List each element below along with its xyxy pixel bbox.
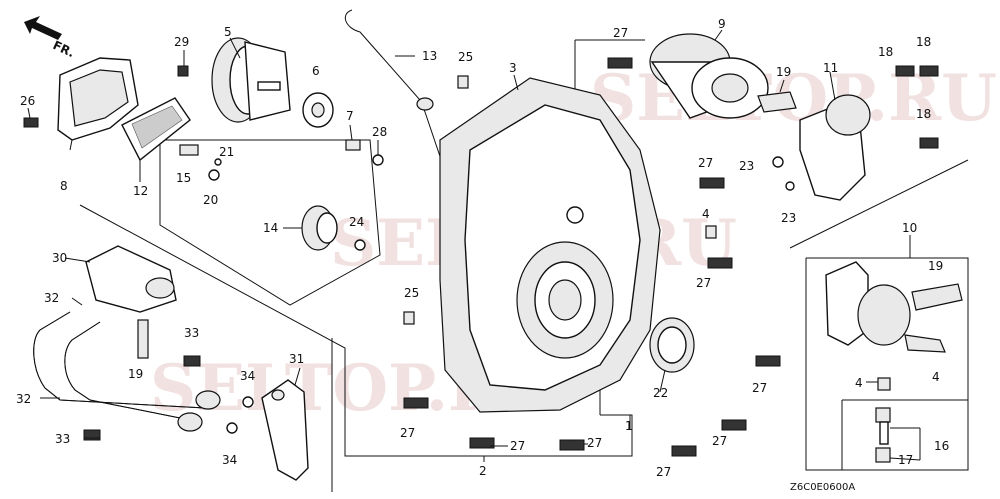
callout-27f: 27: [656, 465, 671, 479]
callout-15: 15: [176, 171, 191, 185]
callout-34b: 34: [222, 453, 237, 467]
part-6-collar: [302, 92, 334, 128]
callout-18b: 18: [916, 35, 931, 49]
callout-16: 16: [934, 439, 949, 453]
bolts: [23, 57, 939, 457]
part-19-nipple: [757, 91, 797, 113]
part-32-oil-pipes: [33, 245, 221, 432]
direction-label: FR.: [51, 38, 77, 60]
part-8-cover: [57, 57, 139, 141]
part-10-adapter-assembly: [825, 261, 963, 353]
front-direction-arrow-icon: FR.: [24, 16, 77, 60]
callout-24: 24: [349, 215, 364, 229]
callout-27b: 27: [698, 156, 713, 170]
part-5-governor-assembly: [211, 37, 291, 123]
callout-27e: 27: [712, 434, 727, 448]
diagram-code: Z6C0E0600A: [790, 482, 855, 493]
callout-5: 5: [224, 25, 232, 39]
callout-30: 30: [52, 251, 67, 265]
callout-1: 1: [625, 419, 633, 433]
leader-lines: [27, 29, 921, 462]
callout-11: 11: [823, 61, 838, 75]
part-31-bracket: [261, 379, 309, 481]
callout-4a: 4: [702, 207, 710, 221]
callout-27h: 27: [510, 439, 525, 453]
callout-17: 17: [898, 453, 913, 467]
part-22-oil-seal: [649, 317, 695, 373]
callout-14: 14: [263, 221, 278, 235]
callout-22: 22: [653, 386, 668, 400]
callout-3: 3: [509, 61, 517, 75]
callout-33b: 33: [55, 432, 70, 446]
callout-23a: 23: [739, 159, 754, 173]
callout-2: 2: [479, 464, 487, 478]
callout-25b: 25: [404, 286, 419, 300]
callout-33a: 33: [184, 326, 199, 340]
callout-28: 28: [372, 125, 387, 139]
callout-20: 20: [203, 193, 218, 207]
callout-6: 6: [312, 64, 320, 78]
part-16-17-switch: [875, 407, 891, 463]
callout-13: 13: [422, 49, 437, 63]
callout-7: 7: [346, 109, 354, 123]
callout-25a: 25: [458, 50, 473, 64]
part-1-crankcase-cover: [439, 77, 661, 413]
callout-31: 31: [289, 352, 304, 366]
callout-21: 21: [219, 145, 234, 159]
part-12-gasket: [121, 97, 191, 162]
callout-34a: 34: [240, 369, 255, 383]
callout-23b: 23: [781, 211, 796, 225]
part-11-filter-adapter: [799, 94, 871, 201]
callout-12: 12: [133, 184, 148, 198]
part-13-dipstick: [344, 9, 449, 181]
callout-27a: 27: [613, 26, 628, 40]
callout-19c: 19: [128, 367, 143, 381]
callout-4c: 4: [932, 370, 940, 384]
callout-10: 10: [902, 221, 917, 235]
callout-29: 29: [174, 35, 189, 49]
callout-27c: 27: [696, 276, 711, 290]
callout-19a: 19: [776, 65, 791, 79]
callout-27g: 27: [587, 436, 602, 450]
callout-32a: 32: [44, 291, 59, 305]
callout-27i: 27: [400, 426, 415, 440]
callout-9: 9: [718, 17, 726, 31]
group-boundary-lines: [79, 39, 969, 492]
part-9-oil-filter: [649, 33, 769, 119]
callout-18a: 18: [878, 45, 893, 59]
callout-labels: 1 2 3 4 4 4 5 6 7 8 9 10 11 12 13 14 15 …: [16, 17, 949, 479]
callout-32b: 32: [16, 392, 31, 406]
callout-26: 26: [20, 94, 35, 108]
callout-27d: 27: [752, 381, 767, 395]
callout-19b: 19: [928, 259, 943, 273]
callout-8: 8: [60, 179, 68, 193]
callout-4b: 4: [855, 376, 863, 390]
callout-18c: 18: [916, 107, 931, 121]
